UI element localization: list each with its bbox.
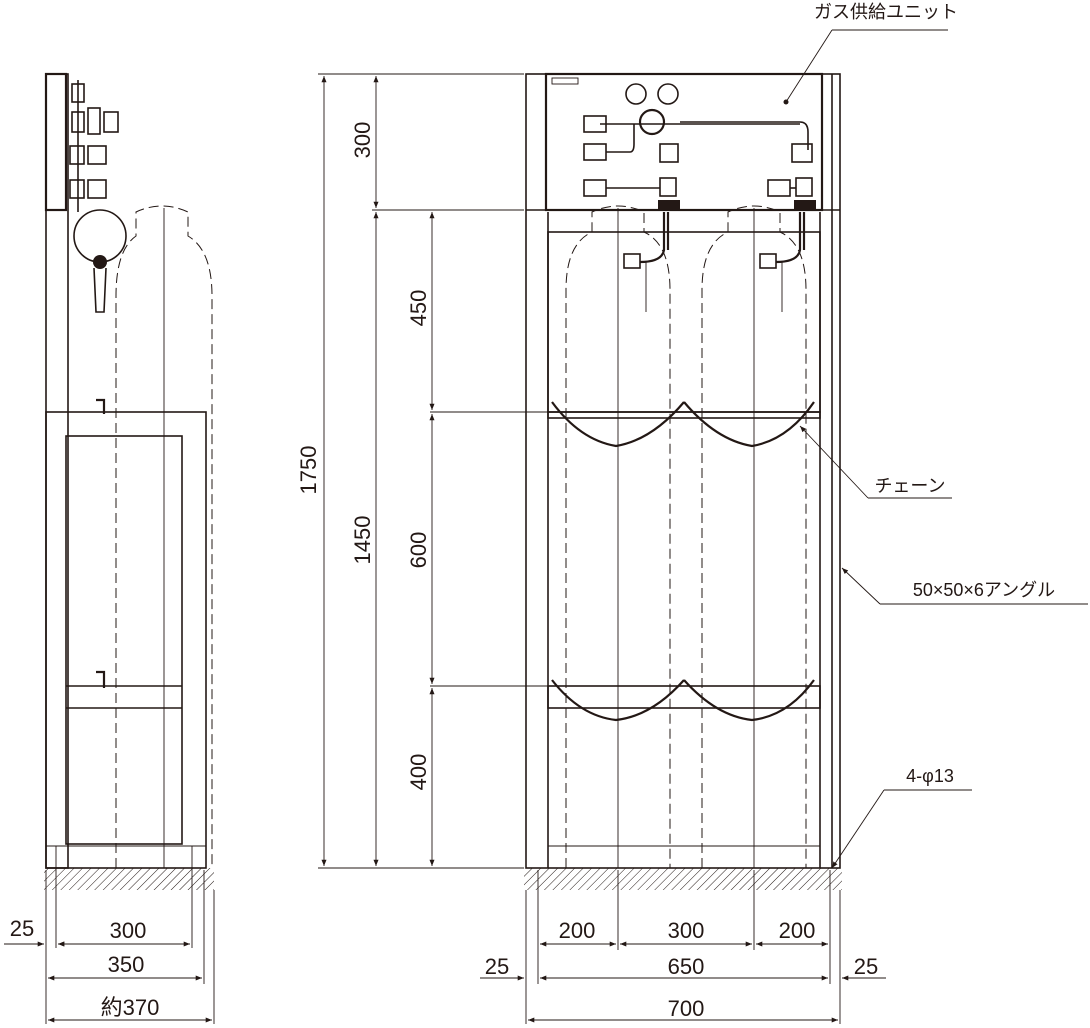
side-inner-window (65, 435, 183, 845)
dim-lower-height: 400 (406, 754, 431, 791)
callouts: ガス供給ユニット チェーン 50×50×6アングル 4-φ13 (783, 2, 1088, 869)
label-angle: 50×50×6アングル (913, 580, 1055, 600)
side-dim-mid: 350 (108, 952, 145, 977)
side-frame (45, 411, 207, 869)
side-unit-panel (44, 72, 68, 212)
lower-chain-right (683, 679, 815, 722)
label-gas-unit: ガス供給ユニット (814, 2, 958, 22)
side-back-post (45, 73, 69, 869)
pigtail-right (775, 212, 806, 264)
gas-unit-nameplate (551, 77, 579, 85)
front-cylinder-right (701, 205, 807, 868)
dim-overall-width: 700 (668, 996, 705, 1021)
lower-chain-bar (547, 685, 821, 709)
regulator (638, 108, 666, 136)
front-horizontal-dimensions: 200 300 200 25 650 25 700 (480, 870, 886, 1024)
gas-unit-box (544, 72, 824, 212)
side-cylinder (115, 205, 213, 868)
dim-right-offset: 25 (854, 954, 878, 979)
dim-total-height: 1750 (296, 446, 321, 495)
dim-upper-height: 450 (406, 290, 431, 327)
lower-chain-left (551, 679, 685, 722)
frame-top-rail (547, 231, 821, 413)
front-view (524, 72, 842, 890)
front-ground-hatch (524, 868, 842, 890)
front-vertical-dimensions: 1750 300 1450 450 600 400 (296, 73, 548, 869)
label-chain: チェーン (874, 476, 945, 496)
side-dimensions: 25 300 350 約370 (4, 846, 215, 1024)
side-ground-hatch (44, 868, 214, 890)
dim-middle-height: 600 (406, 532, 431, 569)
upper-chain-bar (547, 411, 821, 419)
pressure-gauge-left (625, 83, 647, 105)
side-dim-offset: 25 (10, 916, 34, 941)
dim-left-offset: 25 (485, 954, 509, 979)
dim-mid-segment: 300 (668, 918, 705, 943)
dim-frame-height: 1450 (350, 516, 375, 565)
front-outer-frame (525, 73, 841, 869)
pigtail-left (639, 212, 670, 264)
side-dim-overall: 約370 (101, 995, 160, 1020)
side-view (44, 72, 214, 890)
pressure-gauge-right (657, 83, 679, 105)
upper-chain-left (551, 401, 685, 448)
dim-right-segment: 200 (779, 918, 816, 943)
dim-left-segment: 200 (559, 918, 596, 943)
side-hook-upper (96, 398, 106, 414)
side-hook-lower (96, 670, 106, 688)
dim-inner-width: 650 (668, 954, 705, 979)
gas-unit-piping (583, 83, 816, 210)
side-dim-inner: 300 (110, 918, 147, 943)
side-valve-assembly (69, 80, 127, 313)
upper-chain-right (683, 401, 815, 448)
label-holes: 4-φ13 (906, 766, 954, 786)
front-cylinder-left (565, 205, 671, 868)
dim-top-height: 300 (350, 122, 375, 159)
